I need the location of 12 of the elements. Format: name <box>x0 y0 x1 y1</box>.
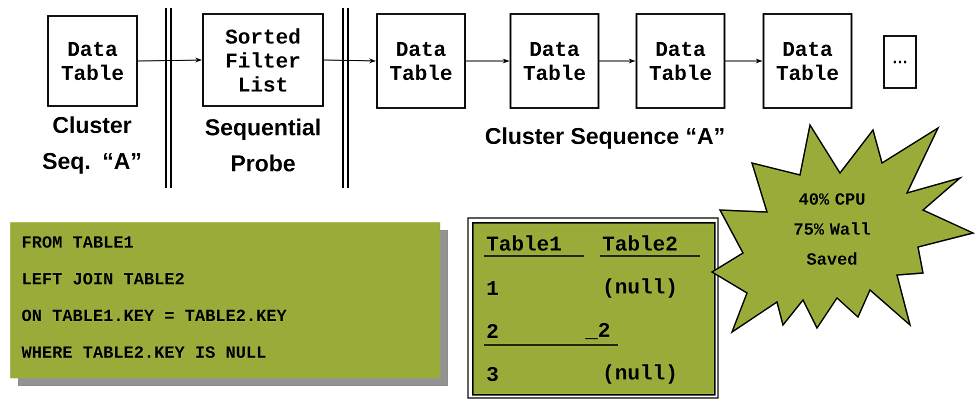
code-box: FROM TABLE1 LEFT JOIN TABLE2 ON TABLE1.KEY = TABLE2.KEY WHERE TABLE2.KEY IS NULL <box>10 222 448 386</box>
table-box: Data Table <box>510 13 600 109</box>
caption-text: Sequential Probe <box>206 118 320 172</box>
table-box: Data Table <box>762 13 852 109</box>
table-box: Data Table <box>636 13 726 109</box>
result-table: Table1 Table2 1 (null) 2 _2 3 (null) <box>467 217 719 399</box>
node-label: 40% CPU 75% Wall Saved <box>794 193 870 265</box>
table-box: Data Table <box>47 15 138 107</box>
ellipsis-box: … <box>883 35 917 89</box>
table-box: Data Table <box>376 13 466 109</box>
table-box: Sorted Filter List <box>202 13 324 107</box>
caption-text: Cluster Seq. “A” <box>42 116 140 174</box>
